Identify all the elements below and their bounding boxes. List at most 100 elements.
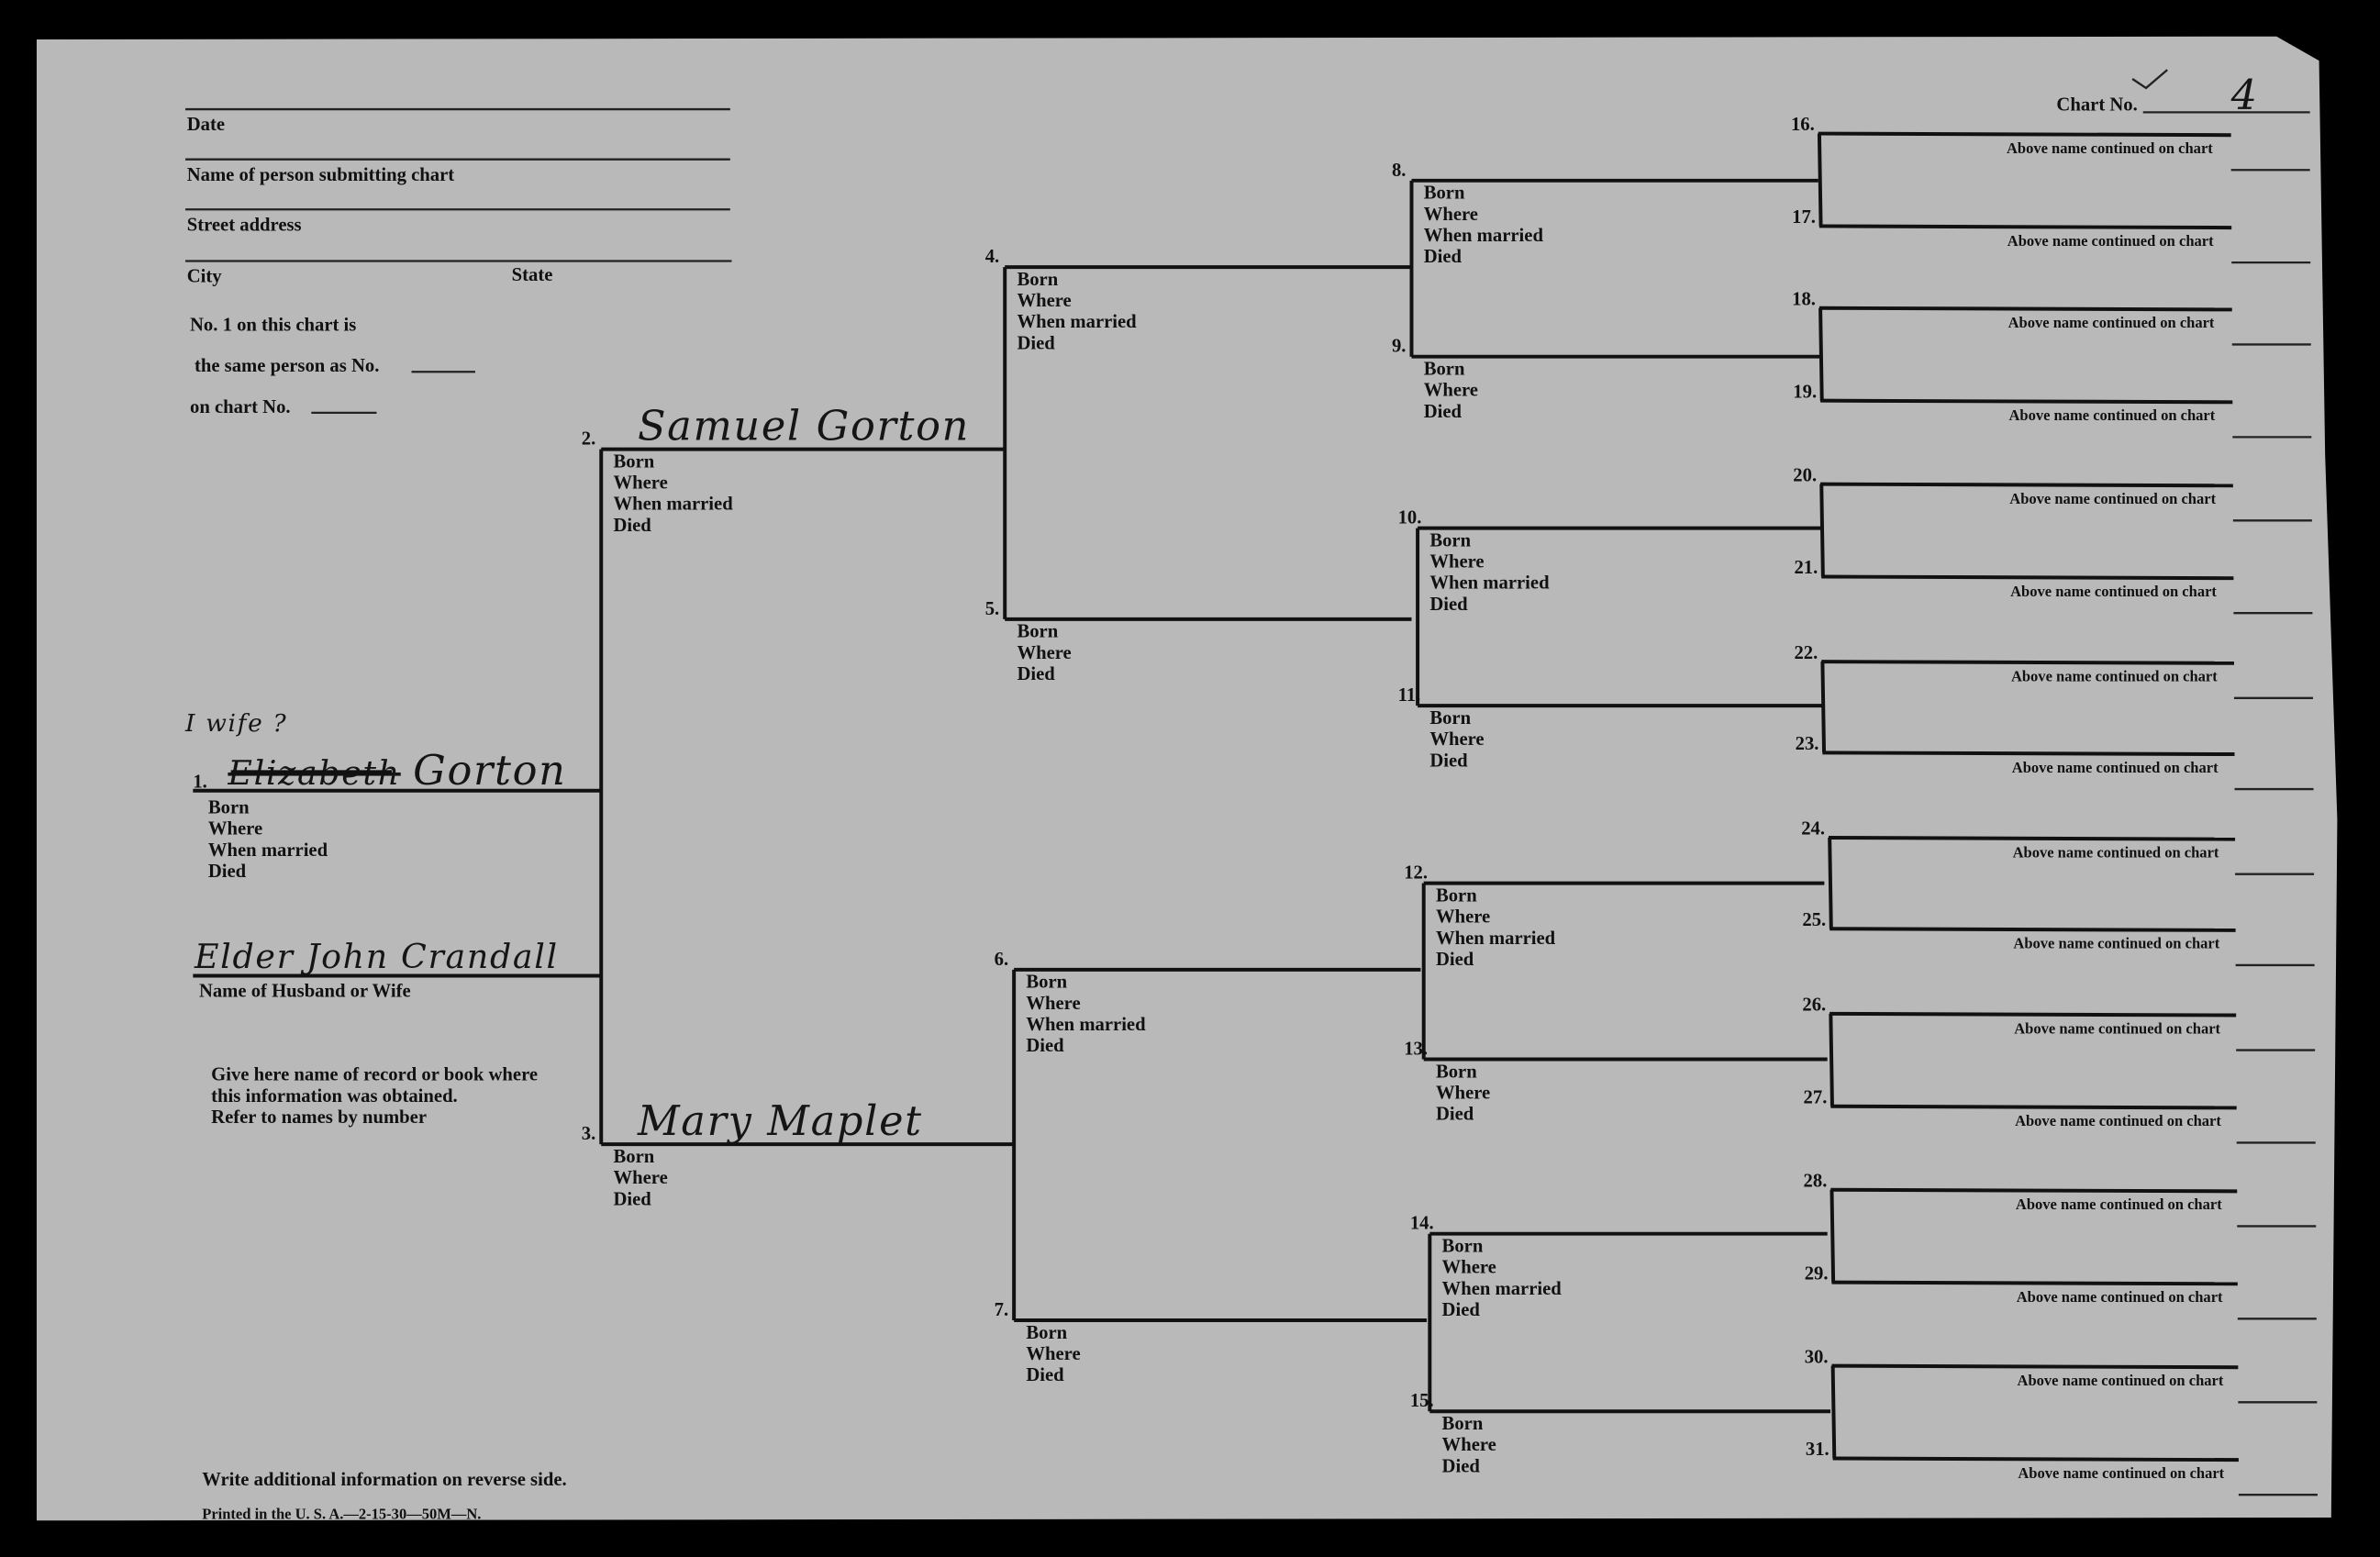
- person-6-field-died: Died: [1026, 1036, 1064, 1056]
- person-29: 29.Above name continued on chart: [1805, 1189, 2317, 1320]
- person-25-number: 25.: [1802, 910, 1826, 930]
- person-3-field-where: Where: [613, 1168, 667, 1188]
- continued-on-chart-label: Above name continued on chart: [2018, 1464, 2224, 1482]
- person-2-field-died: Died: [613, 516, 651, 536]
- street-address-label: Street address: [187, 215, 302, 235]
- paper: [36, 36, 2338, 1521]
- chart-no-label: Chart No.: [2056, 95, 2137, 116]
- person-25-name-line: [1829, 927, 2236, 932]
- person-27-name-line: [1830, 1104, 2237, 1110]
- person-13-number: 13.: [1404, 1040, 1428, 1060]
- source-note: Give here name of record or book where t…: [211, 1065, 538, 1128]
- person-2-field-born: Born: [613, 451, 654, 472]
- person-5-number: 5.: [985, 599, 999, 619]
- spouse-label: Name of Husband or Wife: [199, 982, 411, 1002]
- person-7-field-where: Where: [1026, 1344, 1080, 1364]
- continued-on-chart-label: Above name continued on chart: [2007, 139, 2213, 157]
- person-10-number: 10.: [1398, 508, 1422, 528]
- person-11-field-where: Where: [1429, 729, 1484, 750]
- connector-16-17: [1817, 133, 1823, 227]
- person-18-name-line: [1818, 306, 2232, 312]
- source-note-line-2: this information was obtained.: [211, 1086, 458, 1107]
- same-person-line-3: on chart No.: [190, 397, 291, 417]
- source-note-line-3: Refer to names by number: [211, 1107, 427, 1128]
- person-24: 24.Above name continued on chart: [1801, 819, 2315, 875]
- person-4-field-where: Where: [1017, 291, 1071, 311]
- person-26-number: 26.: [1802, 995, 1826, 1016]
- connector-30-31: [1830, 1365, 1837, 1459]
- person-10-field-died: Died: [1429, 595, 1468, 615]
- person-1-field-born: Born: [208, 798, 250, 818]
- person-13-field-where: Where: [1436, 1083, 1490, 1103]
- person-22: 22.Above name continued on chart: [1794, 643, 2313, 699]
- person-17-name-line: [1818, 224, 2232, 230]
- person-4-number: 4.: [985, 247, 999, 267]
- person-23-number: 23.: [1796, 734, 1819, 754]
- person-12-field-where: Where: [1436, 907, 1490, 928]
- person-1-field-where: Where: [208, 819, 262, 840]
- person-3-number: 3.: [582, 1124, 596, 1144]
- person-14-field-when-married: When married: [1442, 1279, 1563, 1299]
- person-22-name-line: [1821, 660, 2234, 665]
- person-1: I wife ? 1. Elizabeth Gorton BornWhereWh…: [184, 709, 603, 882]
- person-13-field-born: Born: [1436, 1062, 1477, 1082]
- continued-on-chart-label: Above name continued on chart: [2008, 406, 2215, 424]
- person-17: 17. Above name continued on chart: [1792, 133, 2311, 264]
- person-1-field-died: Died: [208, 862, 247, 882]
- person-3-field-born: Born: [613, 1147, 654, 1167]
- person-2-name: Samuel Gorton: [638, 403, 970, 450]
- reverse-side-note: Write additional information on reverse …: [202, 1470, 566, 1490]
- person-9-number: 9.: [1392, 337, 1407, 357]
- person-16: 16.Above name continued on chart: [1791, 115, 2310, 172]
- person-11-number: 11.: [1398, 685, 1421, 706]
- person-19: 19.Above name continued on chart: [1793, 307, 2312, 439]
- continued-on-chart-label: Above name continued on chart: [2018, 1372, 2224, 1389]
- state-label: State: [512, 265, 553, 285]
- continued-on-chart-label: Above name continued on chart: [2010, 583, 2217, 600]
- person-18: 18.Above name continued on chart: [1792, 289, 2311, 346]
- person-6-field-born: Born: [1026, 973, 1067, 993]
- person-8-field-where: Where: [1424, 205, 1478, 225]
- person-5-field-born: Born: [1017, 622, 1058, 642]
- person-1-field-when-married: When married: [208, 840, 328, 861]
- person-21-name-line: [1821, 574, 2234, 581]
- person-13-field-died: Died: [1436, 1105, 1474, 1125]
- person-10-field-born: Born: [1429, 530, 1471, 551]
- same-person-line-2: the same person as No.: [195, 356, 379, 376]
- person-17-number: 17.: [1792, 207, 1816, 228]
- chart-number: Chart No. 4: [2056, 69, 2310, 119]
- person-11-field-died: Died: [1429, 751, 1468, 771]
- person-31-name-line: [1832, 1456, 2239, 1462]
- person-22-number: 22.: [1794, 643, 1818, 663]
- continued-on-chart-label: Above name continued on chart: [2016, 1196, 2222, 1213]
- person-1-number: 1.: [193, 772, 207, 792]
- person-20: 20.Above name continued on chart: [1793, 465, 2312, 522]
- person-26-name-line: [1829, 1011, 2237, 1018]
- person-14-field-died: Died: [1442, 1300, 1481, 1320]
- person-27: 27.Above name continued on chart: [1804, 1013, 2316, 1144]
- connector-26-27: [1829, 1013, 1834, 1107]
- person-12-field-when-married: When married: [1436, 929, 1556, 949]
- person-15-field-died: Died: [1442, 1456, 1481, 1476]
- person-8-number: 8.: [1392, 161, 1407, 181]
- person-10-field-when-married: When married: [1429, 573, 1550, 594]
- person-15-field-born: Born: [1442, 1414, 1484, 1434]
- person-28-name-line: [1830, 1187, 2238, 1194]
- date-label: Date: [187, 115, 225, 135]
- person-14-field-where: Where: [1442, 1258, 1496, 1278]
- person-8-field-born: Born: [1424, 184, 1465, 204]
- continued-on-chart-label: Above name continued on chart: [2008, 314, 2215, 331]
- person-12-number: 12.: [1404, 863, 1428, 884]
- person-7-number: 7.: [995, 1300, 1009, 1320]
- printed-note: Printed in the U. S. A.—2-15-30—50M—N.: [202, 1506, 481, 1523]
- person-20-name-line: [1820, 482, 2233, 488]
